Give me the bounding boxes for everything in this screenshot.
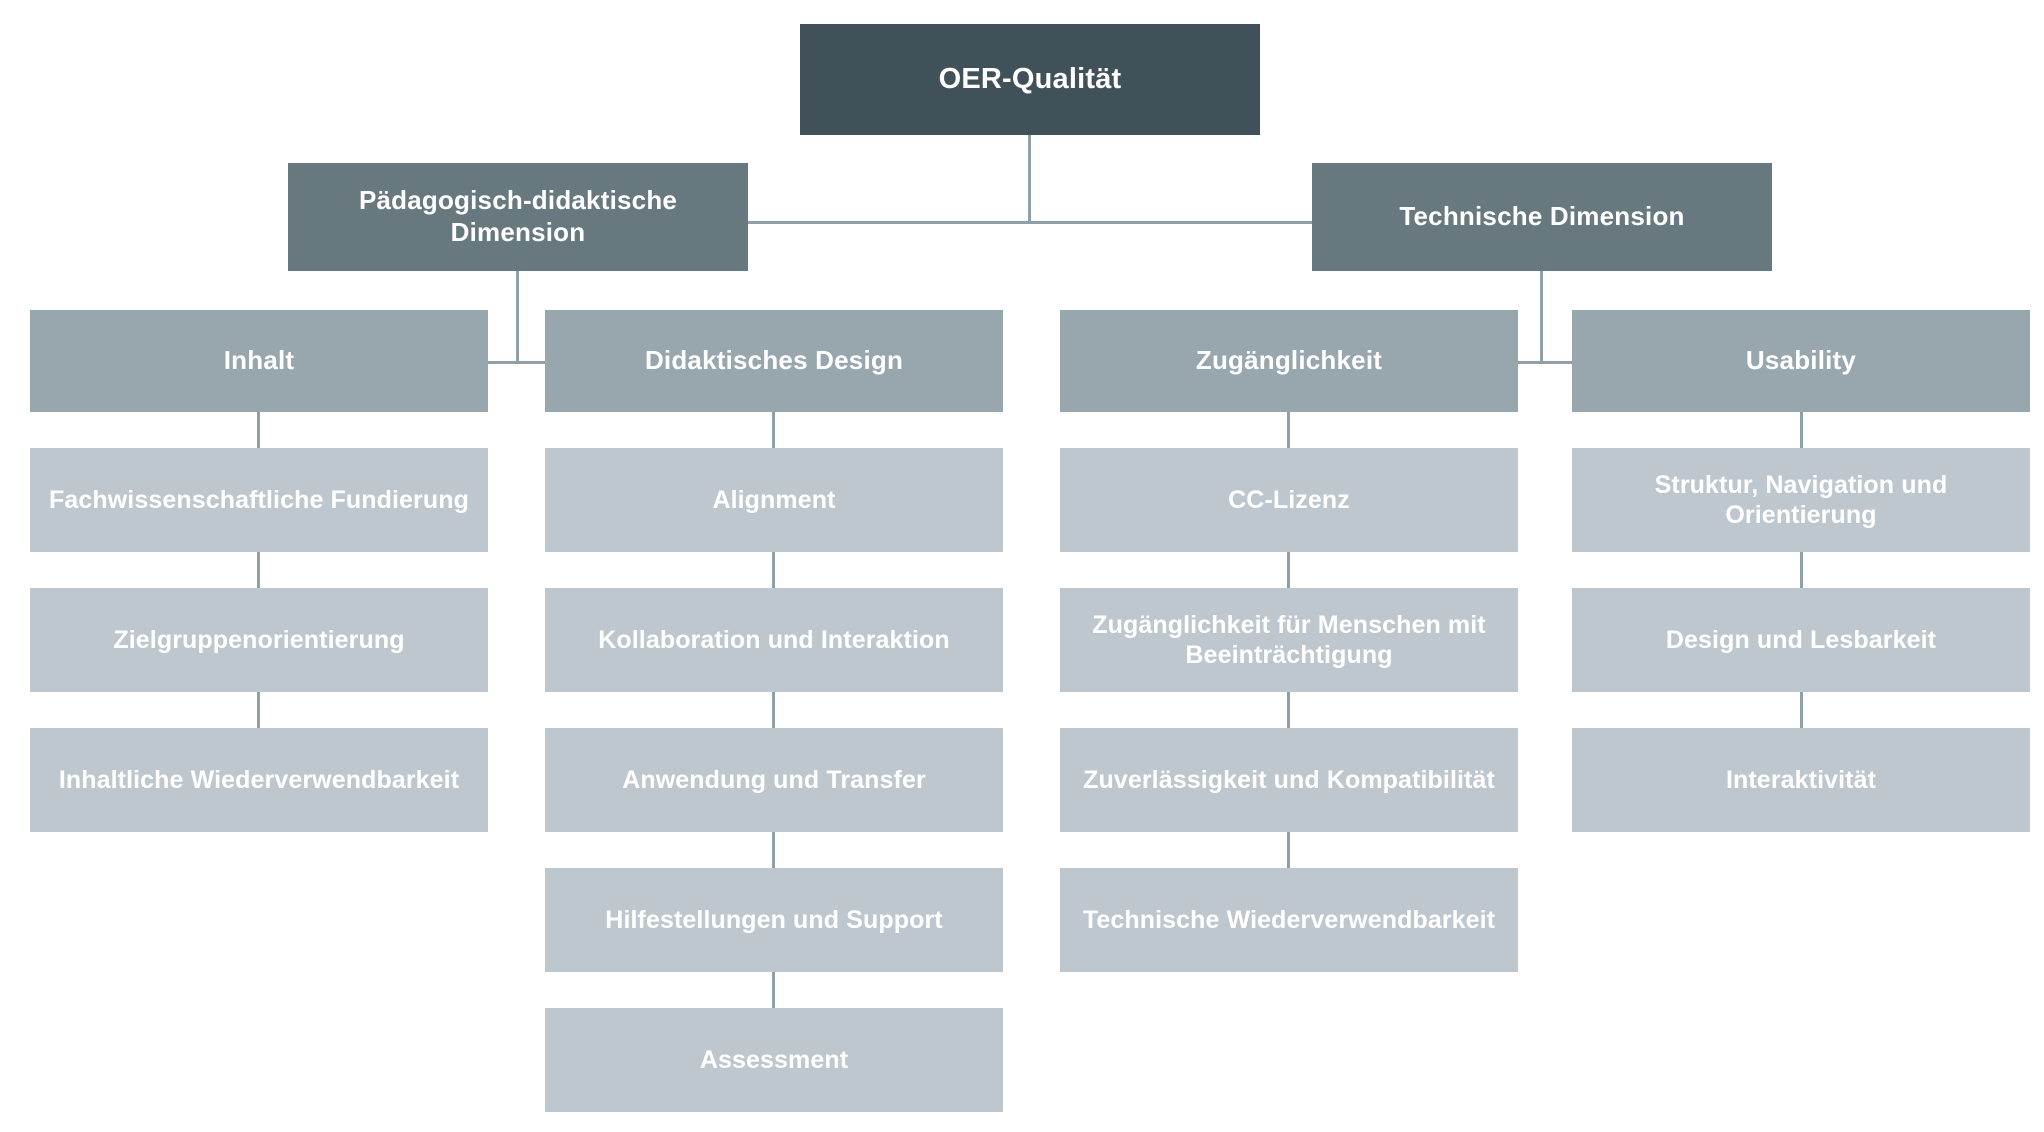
leaf-node[interactable]: Zielgruppenorientierung (30, 588, 488, 692)
node-category-didaktisches-design[interactable]: Didaktisches Design (545, 310, 1003, 412)
node-category-zugaenglichkeit[interactable]: Zugänglichkeit (1060, 310, 1518, 412)
leaf-node[interactable]: Technische Wiederverwendbarkeit (1060, 868, 1518, 972)
node-root[interactable]: OER-Qualität (800, 24, 1260, 135)
leaf-node[interactable]: Kollaboration und Interaktion (545, 588, 1003, 692)
leaf-node[interactable]: CC-Lizenz (1060, 448, 1518, 552)
connector-dimension-bar (746, 221, 1314, 224)
leaf-node[interactable]: Struktur, Navigation und Orientierung (1572, 448, 2030, 552)
leaf-node[interactable]: Assessment (545, 1008, 1003, 1112)
connector-dim-left-stem (516, 271, 519, 363)
connector-root-stem (1028, 135, 1031, 223)
node-category-inhalt[interactable]: Inhalt (30, 310, 488, 412)
leaf-node[interactable]: Interaktivität (1572, 728, 2030, 832)
leaf-node[interactable]: Zugänglichkeit für Menschen mit Beeinträ… (1060, 588, 1518, 692)
connector-dim-right-stem (1540, 271, 1543, 363)
connector-cat-bar-left (486, 361, 547, 364)
leaf-node[interactable]: Design und Lesbarkeit (1572, 588, 2030, 692)
node-category-usability[interactable]: Usability (1572, 310, 2030, 412)
leaf-node[interactable]: Alignment (545, 448, 1003, 552)
leaf-node[interactable]: Zuverlässigkeit und Kompatibilität (1060, 728, 1518, 832)
leaf-node[interactable]: Anwendung und Transfer (545, 728, 1003, 832)
connector-cat-bar-right (1516, 361, 1572, 364)
leaf-node[interactable]: Hilfestellungen und Support (545, 868, 1003, 972)
leaf-node[interactable]: Inhaltliche Wiederverwendbarkeit (30, 728, 488, 832)
leaf-node[interactable]: Fachwissenschaftliche Fundierung (30, 448, 488, 552)
node-dimension-paedagogisch[interactable]: Pädagogisch-didaktische Dimension (288, 163, 748, 271)
node-dimension-technisch[interactable]: Technische Dimension (1312, 163, 1772, 271)
